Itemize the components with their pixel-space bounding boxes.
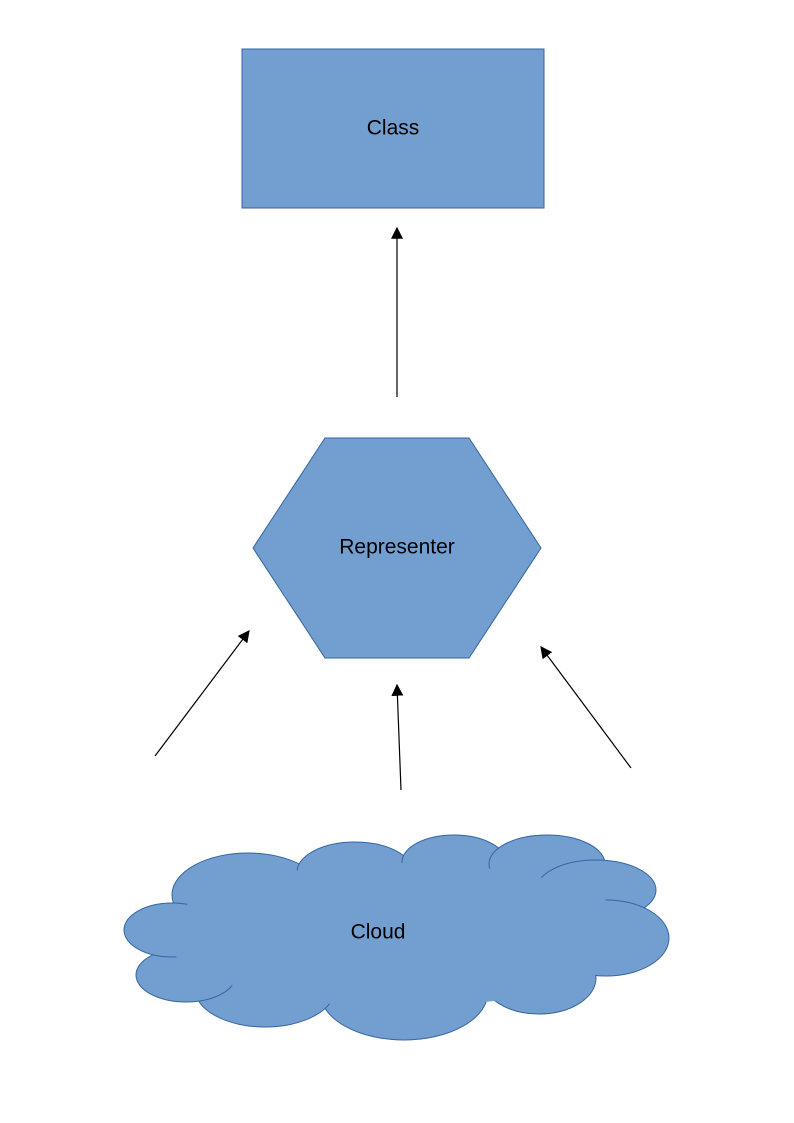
arrow-cloud-to-representer (391, 683, 404, 791)
cloud-label: Cloud (351, 921, 406, 944)
class-rectangle (241, 48, 545, 209)
cloud-shape (123, 834, 670, 1041)
representer-node[interactable]: Representer (252, 437, 542, 659)
cloud-node[interactable]: Cloud (123, 834, 670, 1041)
class-node[interactable]: Class (241, 48, 545, 209)
class-label: Class (367, 117, 420, 140)
arrow-lower-right-to-representer (540, 646, 632, 769)
arrow-lower-left-to-representer (154, 630, 250, 757)
representer-label: Representer (339, 536, 455, 559)
representer-hexagon (252, 437, 542, 659)
